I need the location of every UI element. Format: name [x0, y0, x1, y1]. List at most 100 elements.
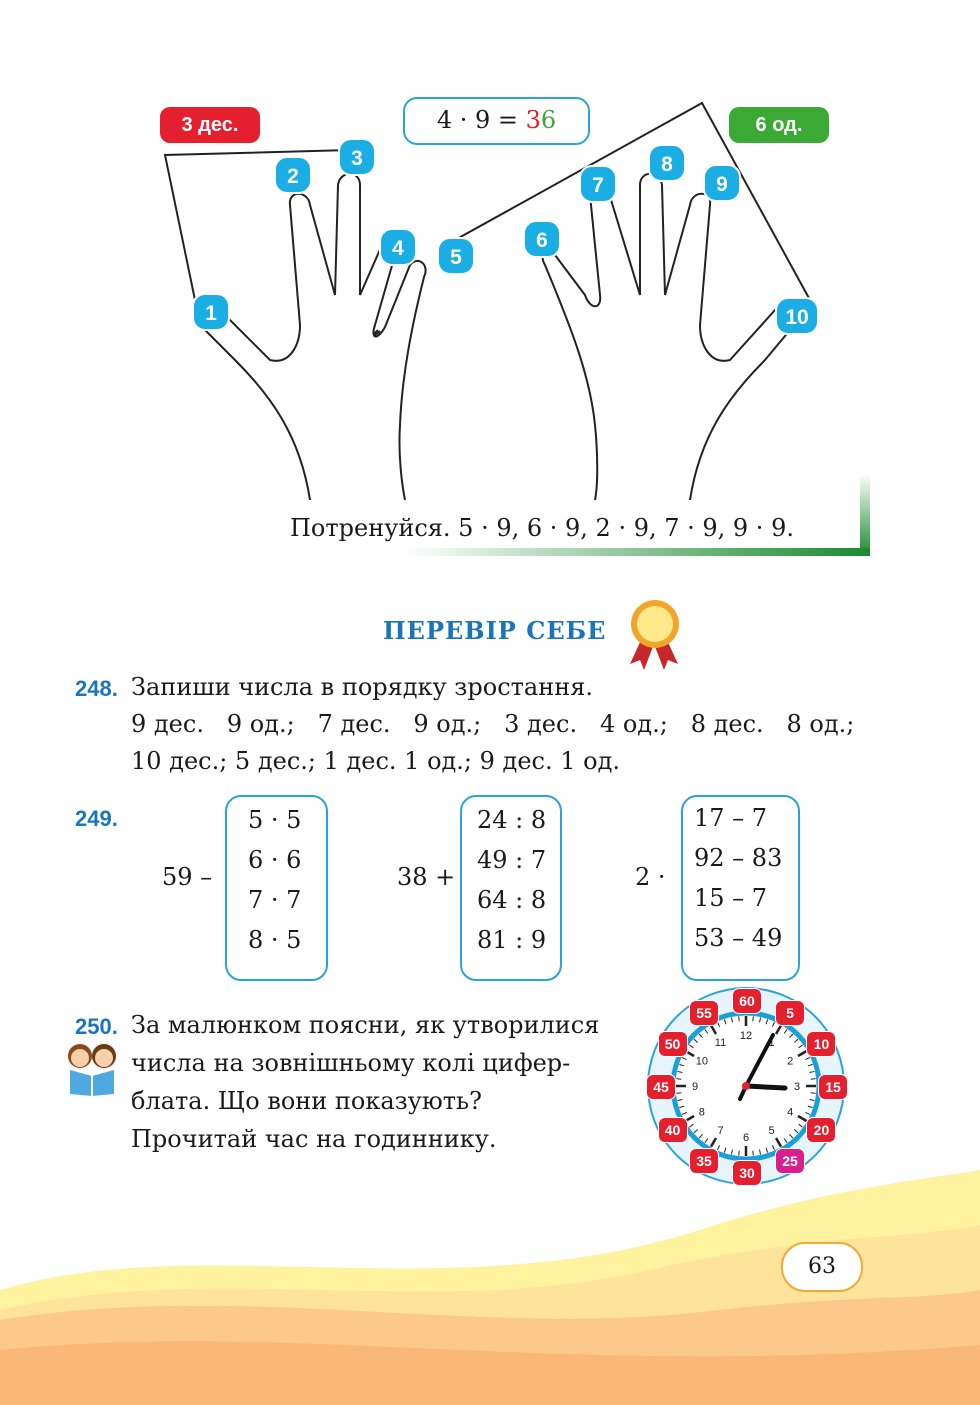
clock-hour-label: 1 — [768, 1037, 774, 1049]
clock-tick — [765, 1147, 769, 1153]
clock-hour-label: 9 — [692, 1081, 698, 1093]
clock-tick — [698, 1033, 703, 1039]
formula-tens-digit: 3 — [525, 106, 541, 134]
clock-tick — [798, 1044, 803, 1049]
clock-hour-label: 10 — [696, 1056, 708, 1068]
bottom-wave-decoration — [0, 1170, 980, 1405]
clock-tick — [771, 1145, 775, 1151]
group-3-prefix: 2 · — [635, 863, 666, 891]
task-248-number: 248. — [75, 676, 118, 701]
finger-number-3: 3 — [338, 138, 376, 176]
green-bar-horizontal — [403, 548, 870, 556]
group-1-item-1: 5 · 5 — [248, 806, 302, 834]
finger-number-9: 9 — [703, 164, 741, 202]
clock-tick — [810, 1092, 816, 1094]
clock-tick — [783, 1138, 788, 1143]
finger-number-6: 6 — [523, 220, 561, 258]
clock-tick — [676, 1078, 682, 1080]
task-249-number: 249. — [75, 806, 118, 831]
formula-box: 4 · 9 = 36 — [403, 97, 590, 145]
task-248-line-1: Запиши числа в порядку зростання. — [131, 673, 593, 701]
clock-tick — [774, 1024, 783, 1035]
clock-hour-label: 6 — [743, 1132, 749, 1144]
clock-tick — [807, 1063, 813, 1067]
clock-tick — [709, 1137, 718, 1148]
clock-tick — [681, 1111, 687, 1115]
clock-tick — [730, 1149, 733, 1155]
clock-tick — [765, 1019, 769, 1025]
task-248-line-3: 10 дес.; 5 дес.; 1 дес. 1 од.; 9 дес. 1 … — [131, 747, 620, 775]
clock-minute-badge: 50 — [657, 1031, 688, 1057]
clock-tick — [738, 1016, 740, 1022]
finger-number-1: 1 — [192, 293, 230, 331]
clock-tick — [698, 1133, 703, 1139]
clock-tick — [679, 1105, 685, 1109]
clock-tick — [677, 1070, 683, 1073]
clock-minute-badge: 30 — [732, 1160, 762, 1186]
clock-tick — [798, 1123, 803, 1128]
clock-tick — [738, 1150, 740, 1156]
task-248-line-2: 9 дес. 9 од.; 7 дес. 9 од.; 3 дес. 4 од.… — [131, 710, 855, 738]
finger-number-2: 2 — [274, 156, 312, 194]
clock-minute-badge: 15 — [818, 1074, 848, 1100]
clock-tick — [797, 1114, 808, 1123]
group-2-item-4: 81 : 9 — [477, 926, 547, 954]
clock-tick — [676, 1092, 682, 1094]
clock-hour-label: 4 — [787, 1107, 793, 1119]
medal-icon — [630, 600, 679, 670]
task-250-line-2: числа на зовнішньому колі цифер- — [131, 1049, 571, 1077]
clock-tick — [797, 1049, 808, 1058]
clock-minute-badge: 55 — [689, 999, 719, 1026]
clock-hour-label: 12 — [740, 1030, 752, 1042]
clock-tick — [809, 1099, 815, 1102]
task-250-line-3: блата. Що вони показують? — [131, 1087, 482, 1115]
clock-tick — [730, 1017, 733, 1023]
group-2-item-2: 49 : 7 — [477, 846, 547, 874]
group-3-item-4: 53 – 49 — [694, 924, 783, 952]
clock-tick — [805, 1057, 811, 1061]
clock-tick — [752, 1016, 754, 1022]
clock-tick — [723, 1147, 727, 1153]
finger-number-8: 8 — [648, 144, 686, 182]
task-250-line-1: За малюнком поясни, як утворилися — [131, 1011, 600, 1039]
group-1-item-2: 6 · 6 — [248, 846, 302, 874]
group-1-item-3: 7 · 7 — [248, 886, 302, 914]
clock-hour-label: 7 — [717, 1125, 723, 1137]
group-3-item-3: 15 – 7 — [694, 884, 768, 912]
clock-tick — [793, 1038, 799, 1043]
group-2-box — [460, 795, 562, 981]
task-250-line-4: Прочитай час на годиннику. — [131, 1125, 497, 1153]
clock-tick — [789, 1033, 794, 1039]
clock-tick — [704, 1029, 709, 1034]
clock-tick — [805, 1111, 811, 1115]
clock-tick — [709, 1024, 718, 1035]
clock-tick — [810, 1078, 816, 1080]
clock-tick — [793, 1129, 799, 1134]
clock-tick — [723, 1019, 727, 1025]
group-2-item-1: 24 : 8 — [477, 806, 547, 834]
tens-tag: 3 дес. — [160, 107, 260, 143]
units-tag: 6 од. — [729, 107, 829, 143]
finger-number-7: 7 — [579, 165, 617, 203]
green-bar-vertical — [860, 474, 870, 556]
clock-minute-badge: 5 — [775, 999, 805, 1026]
clock-tick — [789, 1133, 794, 1139]
group-3-box — [681, 795, 800, 981]
clock-hour-label: 3 — [794, 1081, 800, 1093]
formula-units-digit: 6 — [540, 106, 557, 134]
clock-tick — [679, 1063, 685, 1067]
clock-tick — [807, 1105, 813, 1109]
clock-tick — [771, 1021, 775, 1027]
clock-hour-label: 11 — [715, 1037, 726, 1049]
finger-number-5: 5 — [437, 237, 475, 275]
clock-tick — [752, 1150, 754, 1156]
group-3-item-2: 92 – 83 — [694, 844, 783, 872]
group-3-item-1: 17 – 7 — [694, 804, 768, 832]
section-title: ПЕРЕВІР СЕБЕ — [383, 616, 607, 645]
clock-tick — [759, 1017, 762, 1023]
clock-minute-badge: 35 — [689, 1148, 719, 1175]
finger-number-10: 10 — [775, 297, 819, 335]
clock-minute-badge: 10 — [806, 1031, 837, 1057]
clock-tick — [677, 1099, 683, 1102]
task-250-number: 250. — [75, 1014, 118, 1039]
